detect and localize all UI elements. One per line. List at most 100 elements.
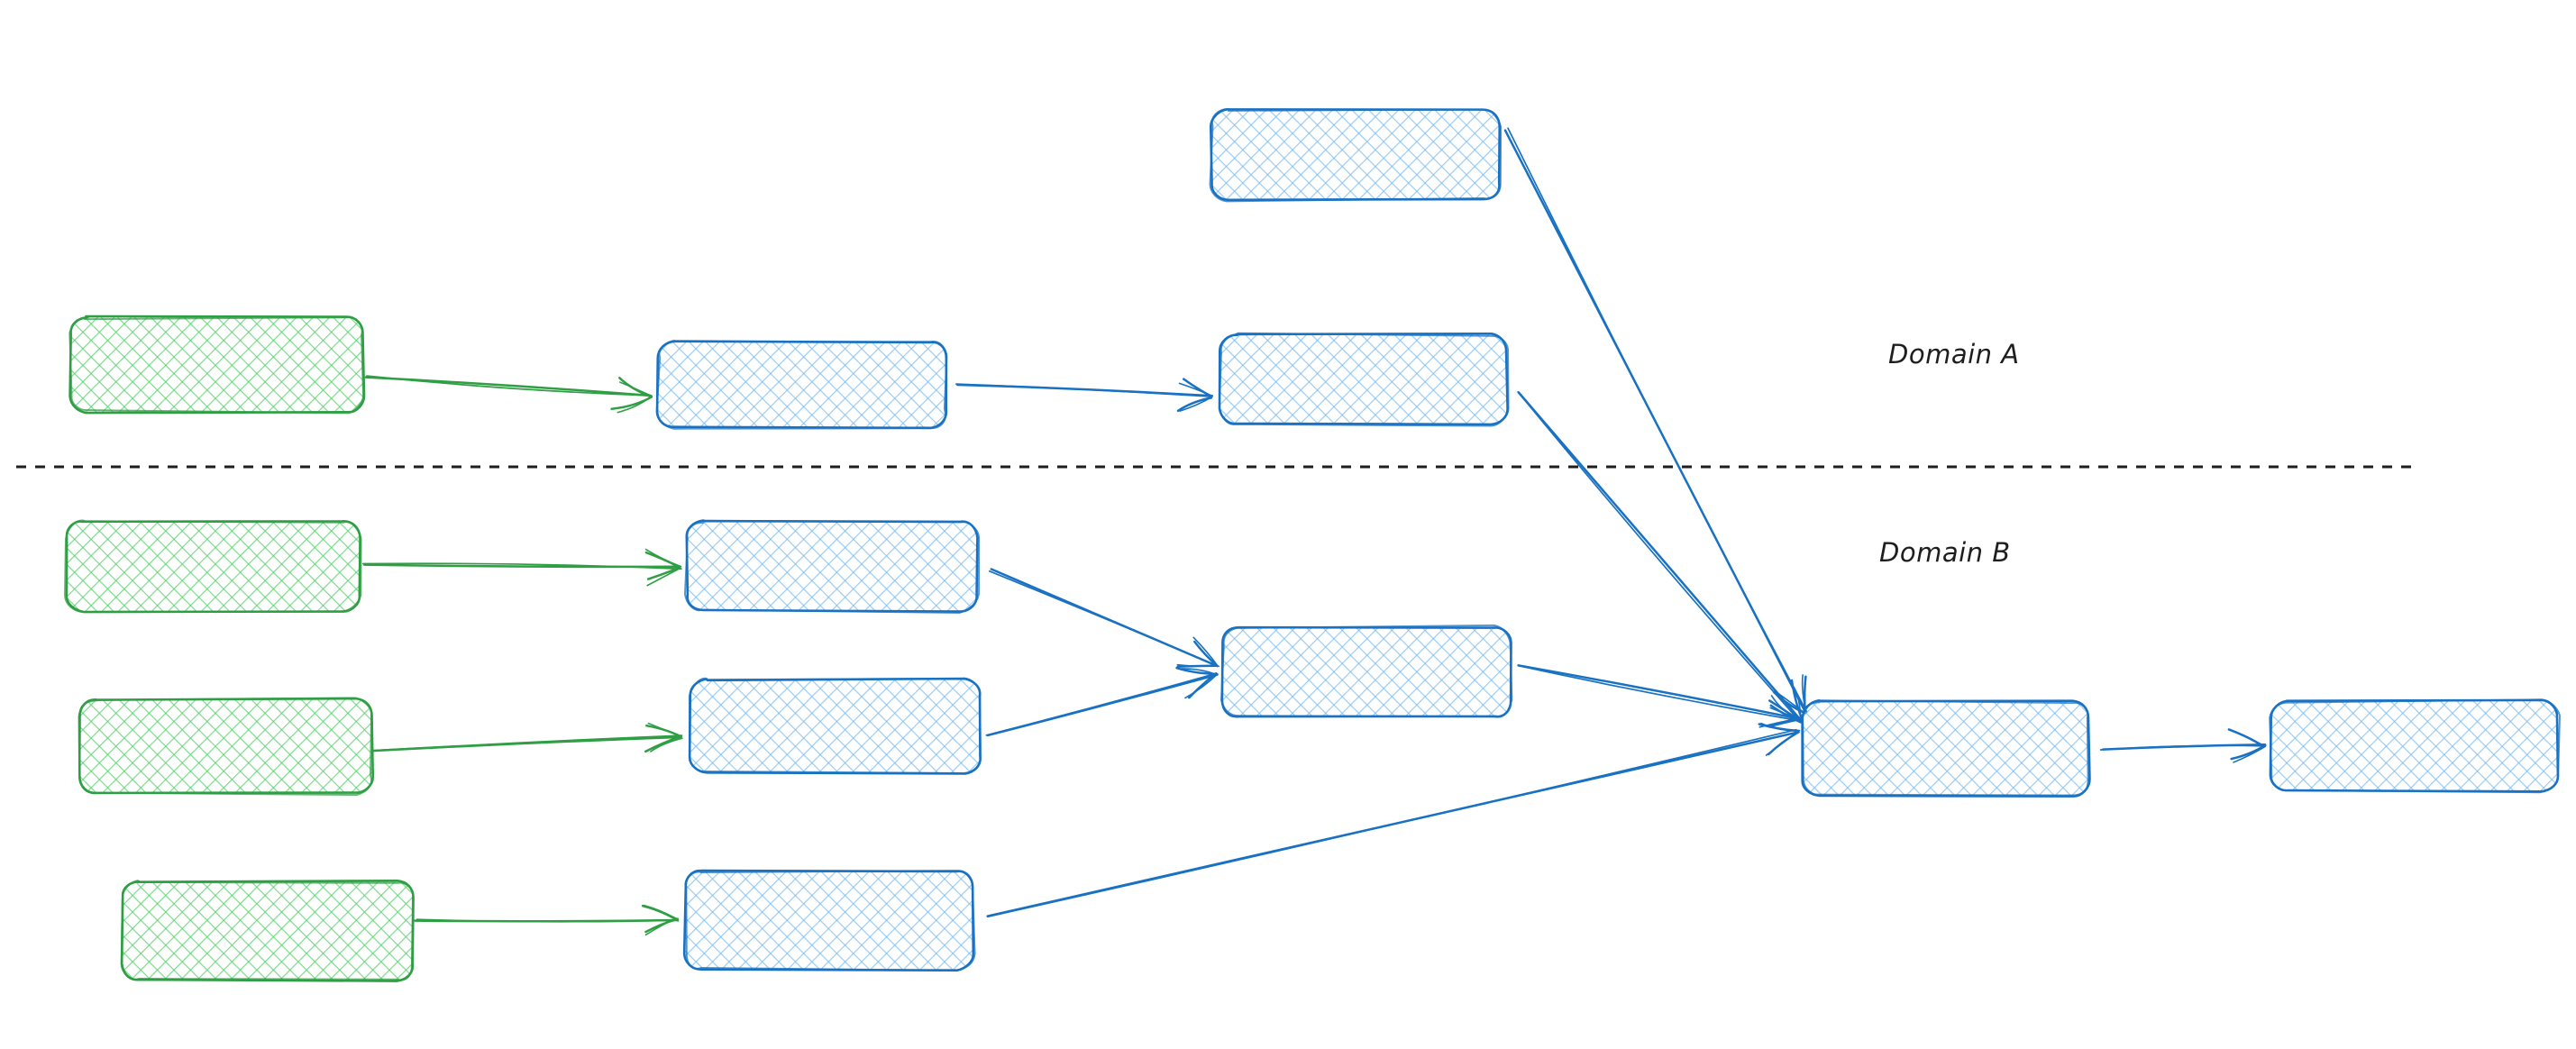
edge-stroke [2232, 730, 2265, 746]
node-outline [688, 677, 982, 774]
node-outline [684, 519, 981, 614]
edge-layer [361, 127, 2267, 936]
node-outline [120, 880, 414, 981]
node-process-blue[interactable] [655, 340, 948, 430]
edge-stroke [1758, 717, 1800, 728]
node-outline [1218, 332, 1510, 427]
node-outline [655, 341, 948, 430]
edge-stroke [1768, 718, 1800, 728]
node-fill [685, 871, 973, 970]
node-outline [64, 519, 362, 614]
edge-stroke [1181, 668, 1217, 676]
edge-stroke [643, 904, 679, 920]
edge-stroke [641, 904, 680, 922]
node-fill [687, 521, 977, 611]
node-process-blue[interactable] [2269, 698, 2561, 794]
node-outline [1220, 624, 1513, 718]
edge-stroke [647, 722, 682, 737]
edge-n-b-src3-to-n-b-mid3[interactable] [414, 904, 680, 936]
edge-n-b-sink-to-n-b-final[interactable] [2099, 728, 2267, 763]
edge-stroke [617, 397, 651, 414]
edge-stroke [370, 734, 683, 752]
edge-stroke [1192, 636, 1219, 666]
edge-stroke [644, 735, 682, 753]
edge-stroke [366, 375, 650, 397]
edge-stroke [1184, 674, 1218, 699]
node-fill [67, 521, 360, 611]
edge-stroke [955, 383, 1212, 397]
domain-a-label: Domain A [1888, 339, 2020, 369]
node-outline [69, 316, 364, 415]
node-fill [1220, 334, 1507, 424]
node-process-blue[interactable] [1218, 332, 1510, 427]
node-layer [64, 108, 2561, 982]
edge-stroke [619, 381, 653, 397]
domain-b-label: Domain B [1879, 537, 2011, 568]
edge-n-a-mid-to-n-a-out[interactable] [955, 378, 1214, 413]
node-process-blue[interactable] [682, 869, 976, 971]
node-fill [2271, 701, 2558, 791]
edge-stroke [371, 735, 682, 753]
node-fill [1803, 701, 2089, 796]
edge-stroke [988, 570, 1219, 668]
edge-stroke [1517, 664, 1802, 722]
edge-stroke [2230, 743, 2267, 761]
node-fill [1222, 627, 1511, 717]
edge-stroke [644, 548, 682, 568]
edge-stroke [2233, 745, 2267, 763]
node-process-blue[interactable] [688, 677, 982, 775]
edge-n-a-top-to-n-b-sink[interactable] [1503, 127, 1808, 715]
edge-stroke [1793, 686, 1802, 722]
edge-stroke [1176, 663, 1218, 667]
edge-stroke [1517, 391, 1804, 723]
edge-stroke [644, 551, 680, 568]
edge-stroke [1193, 640, 1219, 668]
edge-stroke [650, 737, 683, 753]
node-fill [658, 342, 946, 427]
edge-stroke [416, 918, 678, 923]
node-fill [123, 881, 413, 981]
node-fill [70, 317, 363, 412]
node-fill [690, 680, 981, 773]
node-process-blue[interactable] [1209, 108, 1503, 203]
node-process-blue[interactable] [684, 519, 981, 614]
edge-stroke [645, 724, 682, 738]
node-source-green[interactable] [64, 519, 362, 614]
node-outline [685, 870, 976, 971]
edge-n-b-agg-to-n-b-sink[interactable] [1517, 664, 1802, 728]
edge-stroke [1188, 671, 1218, 699]
node-source-green[interactable] [69, 315, 366, 415]
edge-n-a-src-to-n-a-mid[interactable] [364, 375, 653, 414]
edge-stroke [1770, 695, 1799, 720]
node-outline [1218, 332, 1509, 426]
node-outline [2269, 698, 2561, 794]
edge-stroke [1178, 382, 1213, 397]
edge-stroke [986, 728, 1797, 918]
edge-n-b-src1-to-n-b-mid1[interactable] [361, 548, 682, 587]
edge-n-b-mid2-to-n-b-agg[interactable] [985, 666, 1219, 737]
edge-n-b-src2-to-n-b-mid2[interactable] [370, 722, 683, 753]
node-fill [79, 699, 372, 793]
node-fill [1211, 110, 1500, 200]
node-source-green[interactable] [120, 879, 415, 982]
node-outline [1209, 108, 1503, 203]
node-source-green[interactable] [78, 697, 375, 797]
edge-stroke [1517, 664, 1800, 720]
edge-stroke [1179, 397, 1212, 412]
node-outline [78, 697, 372, 797]
edge-stroke [1765, 730, 1799, 756]
edge-n-b-mid3-to-n-b-sink[interactable] [986, 722, 1801, 918]
edge-stroke [646, 567, 681, 587]
node-process-blue[interactable] [1220, 624, 1513, 719]
edge-stroke [1790, 679, 1804, 721]
edge-stroke [646, 566, 681, 580]
edge-stroke [1517, 391, 1802, 723]
edge-n-b-mid1-to-n-b-agg[interactable] [988, 568, 1219, 669]
edge-stroke [1507, 127, 1808, 713]
node-process-blue[interactable] [1801, 698, 2091, 798]
edge-stroke [361, 562, 682, 570]
edge-stroke [2099, 744, 2265, 751]
edge-stroke [1760, 722, 1801, 732]
